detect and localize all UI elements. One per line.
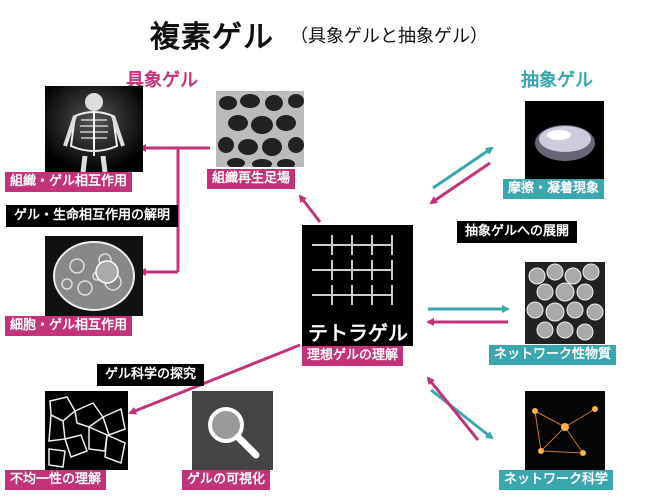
page-subtitle: （具象ゲルと抽象ゲル） bbox=[290, 26, 488, 47]
arrow-friction-to-center bbox=[429, 161, 491, 205]
heterogeneity-image bbox=[45, 391, 128, 470]
network-science-label: ネットワーク科学 bbox=[499, 470, 614, 490]
tetra-gel-image: テトラゲル bbox=[302, 225, 413, 346]
tissue-regeneration-scaffold-label: 組織再生足場 bbox=[207, 169, 296, 189]
network-material-label: ネットワーク性物質 bbox=[489, 345, 617, 365]
page-title: 複素ゲル bbox=[150, 20, 274, 55]
tetra-gel-text: テトラゲル bbox=[308, 321, 408, 345]
cell-image bbox=[45, 236, 143, 316]
friction-image bbox=[525, 101, 604, 179]
arrow-center-to-regen bbox=[298, 194, 322, 223]
ideal-gel-understanding-label: 理想ゲルの理解 bbox=[302, 346, 404, 366]
arrow-center-to-friction bbox=[432, 146, 494, 190]
scaffold-image bbox=[216, 91, 304, 167]
friction-adhesion-label: 摩擦・凝着現象 bbox=[503, 179, 605, 199]
life-interaction-header: ゲル・生命相互作用の解明 bbox=[6, 205, 179, 227]
network-science-image bbox=[525, 391, 605, 470]
heterogeneity-understanding-label: 不均一性の理解 bbox=[5, 470, 107, 490]
gel-visualization-label: ゲルの可視化 bbox=[182, 470, 271, 490]
arrow-center-to-network-science bbox=[430, 388, 494, 440]
section-abstract-gel: 抽象ゲル bbox=[521, 70, 593, 91]
gel-science-header: ゲル科学の探究 bbox=[97, 364, 205, 386]
visualization-image bbox=[192, 391, 273, 470]
arrow-network-science-to-center bbox=[426, 376, 480, 441]
abstract-expansion-header: 抽象ゲルへの展開 bbox=[457, 221, 578, 243]
cell-gel-interaction-label: 細胞・ゲル相互作用 bbox=[5, 316, 133, 336]
tissue-gel-interaction-label: 組織・ゲル相互作用 bbox=[5, 172, 133, 192]
body-anatomy-image bbox=[45, 86, 143, 172]
arrow-center-to-gel-science bbox=[128, 343, 301, 415]
section-concrete-gel: 具象ゲル bbox=[126, 70, 198, 91]
network-property-image bbox=[525, 262, 605, 344]
